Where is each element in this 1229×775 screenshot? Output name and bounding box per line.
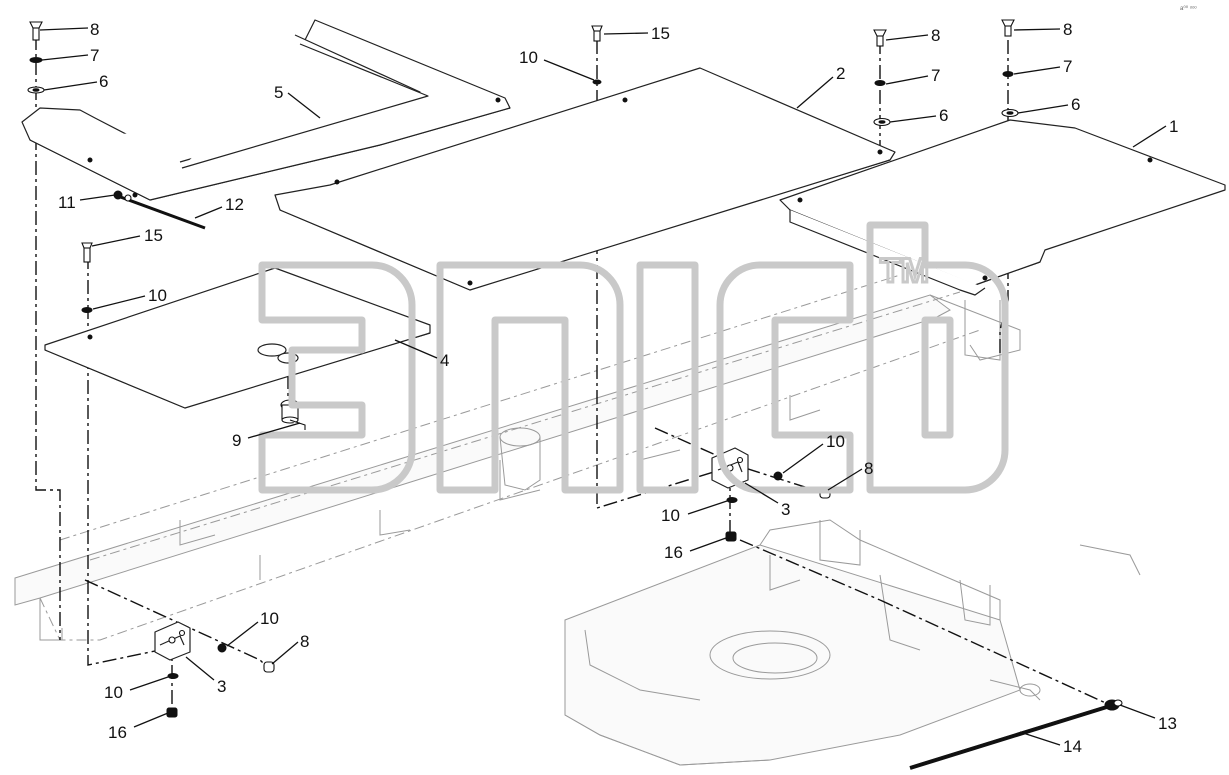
- hardware-15-left: [81, 242, 93, 313]
- callout-11: 11: [58, 193, 76, 212]
- callout-10-upper-hinge: 10: [826, 432, 845, 451]
- callout-2: 2: [836, 64, 845, 83]
- callout-3-lower: 3: [217, 677, 226, 696]
- corner-mark: a⁰⁰ ᵒᵒᵒ: [1180, 5, 1197, 12]
- watermark-logo: TM: [258, 221, 1009, 494]
- cap-13: [1104, 699, 1123, 711]
- callout-6-right-b: 6: [1071, 95, 1080, 114]
- callout-7-right-b: 7: [1063, 57, 1072, 76]
- callout-10-center: 10: [519, 48, 538, 67]
- callout-10-lower-bottom: 10: [104, 683, 123, 702]
- callout-4: 4: [440, 351, 449, 370]
- callout-9: 9: [232, 431, 241, 450]
- panel-2: [274, 67, 896, 291]
- watermark-trademark: TM: [880, 252, 929, 290]
- chassis-frame: [14, 274, 1021, 641]
- hardware-right-stack-a: [873, 29, 891, 127]
- callout-7-right-a: 7: [931, 66, 940, 85]
- callout-1: 1: [1169, 117, 1178, 136]
- callout-8-right-a: 8: [931, 26, 940, 45]
- callout-10-upper-bottom: 10: [661, 506, 680, 525]
- callout-16-lower: 16: [108, 723, 127, 742]
- callout-12: 12: [225, 195, 244, 214]
- hardware-15-center: [591, 25, 603, 85]
- callout-14: 14: [1063, 737, 1082, 756]
- fasteners-lower-hinge: [166, 643, 275, 718]
- callout-13: 13: [1158, 714, 1177, 733]
- hinge-3-lower: [154, 621, 191, 661]
- callout-6: 6: [99, 72, 108, 91]
- callout-8-right-b: 8: [1063, 20, 1072, 39]
- panel-4: [44, 267, 431, 409]
- callout-10-left: 10: [148, 286, 167, 305]
- rod-14: [909, 702, 1111, 770]
- callout-7: 7: [90, 46, 99, 65]
- callout-16-upper: 16: [664, 543, 683, 562]
- panel-5: [21, 19, 511, 201]
- callout-5: 5: [274, 83, 283, 102]
- callout-3-upper: 3: [781, 500, 790, 519]
- callouts: 8 7 6 5 11 12 15 10 15 10 2 8 7 6 8 7 6: [39, 20, 1178, 756]
- callout-15-center: 15: [651, 24, 670, 43]
- callout-8-upper-hinge: 8: [864, 459, 873, 478]
- hardware-left-stack: [27, 21, 45, 94]
- lower-deck: [564, 519, 1141, 766]
- callout-8: 8: [90, 20, 99, 39]
- callout-10-lower-hinge: 10: [260, 609, 279, 628]
- callout-8-lower-hinge: 8: [300, 632, 309, 651]
- hardware-right-stack-b: [1001, 19, 1019, 118]
- washer-11: [113, 190, 132, 202]
- callout-15-left: 15: [144, 226, 163, 245]
- callout-6-right-a: 6: [939, 106, 948, 125]
